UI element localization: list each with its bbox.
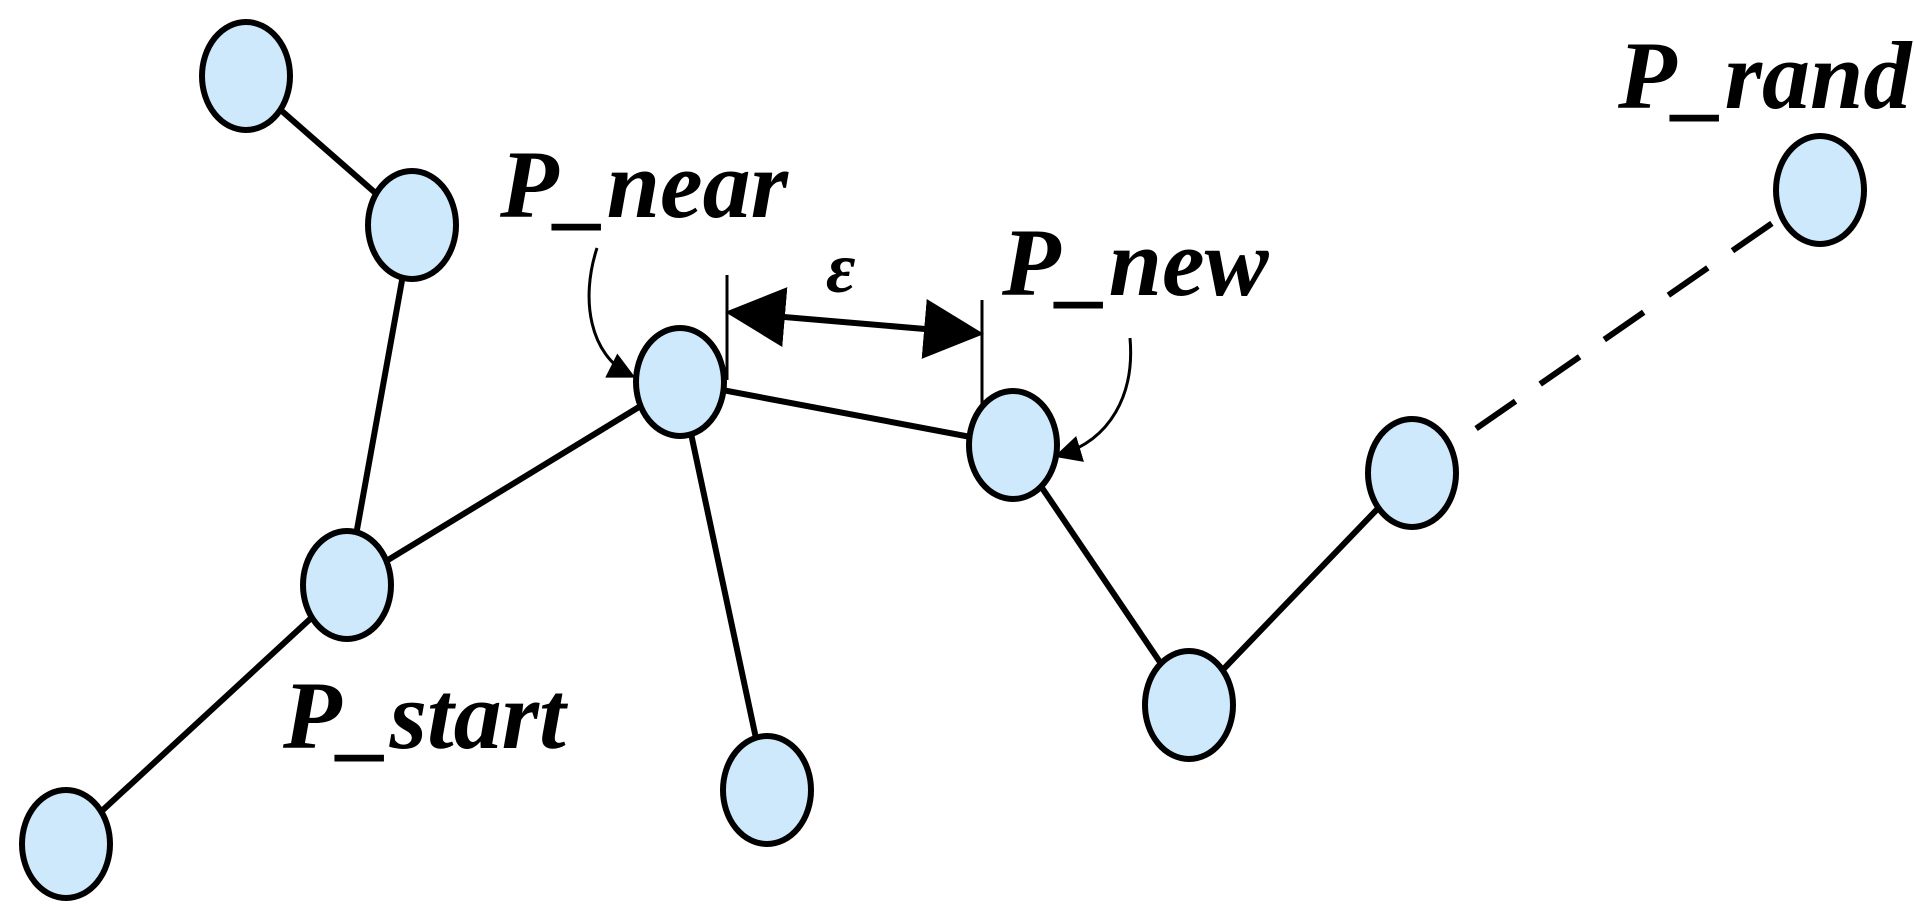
node-p-near [633,325,727,439]
label-p-start: P_start [282,662,569,769]
edge-near-to-new [679,379,1014,448]
node-bottom-left [19,787,113,901]
epsilon-dimension [725,275,984,405]
edge-start-to-bottom-left [63,582,350,847]
edge-dashed-to-rand [1410,187,1822,476]
edge-near-to-bottom [677,381,770,791]
edge-bottom-right-to-right [1186,470,1415,708]
node-p-rand [1773,133,1867,247]
node-p-new [966,388,1060,502]
epsilon-arrow [725,287,984,359]
label-epsilon: ε [826,228,856,308]
p-near-callout-arrow [587,247,636,378]
node-right [1365,416,1459,530]
label-p-near: P_near [499,131,790,238]
node-p-start [300,528,394,642]
label-p-rand: P_rand [1617,22,1913,129]
node-bottom-middle [720,733,814,847]
tree-nodes [19,19,1867,901]
node-top [199,19,293,133]
edge-upper-to-start [344,224,415,586]
node-upper [365,168,459,282]
edge-start-to-near [345,379,682,588]
node-bottom-right [1142,648,1236,762]
p-new-callout-arrow [1054,337,1133,462]
label-p-new: P_new [1001,209,1270,316]
